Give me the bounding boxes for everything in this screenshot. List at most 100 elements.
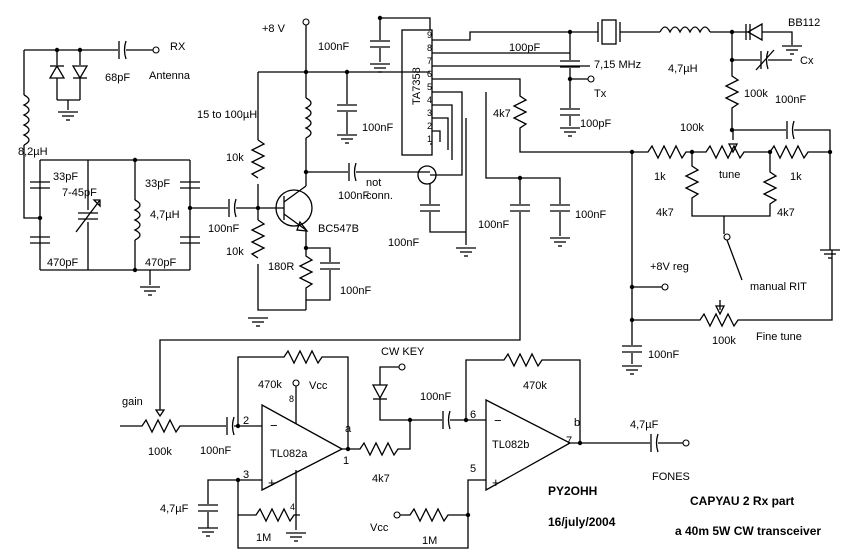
pin-b6-label: 6	[470, 409, 476, 421]
r-1k-b-label: 1k	[790, 171, 802, 183]
c-100nf-emit-label: 100nF	[340, 285, 371, 297]
vcc-a-label: Vcc	[309, 380, 328, 392]
pin-a2-label: 2	[243, 415, 249, 427]
svg-text:1: 1	[427, 134, 432, 144]
r-100k-gain-label: 100k	[148, 446, 172, 458]
r-1k-a-label: 1k	[654, 171, 666, 183]
amp-b-label: TL082b	[492, 439, 529, 451]
fine-tune-label: Fine tune	[756, 331, 802, 343]
r-4k7-mid-label: 4k7	[372, 473, 390, 485]
mixer-section: TA7358 9 8 7 6 5 4 3 2 1 not conn. 100nF…	[159, 15, 632, 410]
c-100nf-reg-label: 100nF	[648, 349, 679, 361]
crystal-label: 7,15 MHz	[594, 59, 641, 71]
rf-amplifier-section: +8 V 100nF 100nF 15 to 100µH 10k 10k BC5…	[197, 18, 430, 327]
svg-text:+: +	[492, 475, 500, 490]
diode-clamp-b	[71, 65, 89, 80]
c-100nf-v-label: 100nF	[775, 94, 806, 106]
audio-amp-a-section: gain 100k 100nF 2 − + TL082a 470k Vcc 8 …	[120, 349, 471, 549]
transistor-label: BC547B	[318, 223, 359, 235]
rit-switch-contact[interactable]	[723, 233, 731, 241]
cw-key-label: CW KEY	[381, 346, 425, 358]
not-conn-2-label: conn.	[366, 190, 393, 202]
c-100nf-out2-label: 100nF	[575, 209, 606, 221]
r-10k-b-label: 10k	[226, 246, 244, 258]
fine-tune-potentiometer[interactable]	[632, 250, 833, 328]
svg-text:7: 7	[427, 56, 432, 66]
c-100pf-a-label: 100pF	[509, 42, 540, 54]
callsign: PY2OHH	[548, 484, 597, 498]
manual-rit-label: manual RIT	[750, 281, 807, 293]
supply-8v-reg-label: +8V reg	[650, 261, 689, 273]
amp-a-label: TL082a	[270, 448, 308, 460]
cw-key-diode	[371, 384, 389, 400]
svg-text:−: −	[494, 413, 502, 428]
tx-label: Tx	[594, 88, 607, 100]
c-100nf-out-label: 100nF	[478, 219, 509, 231]
inductor-15-100uh	[304, 97, 312, 139]
c-47u-out-label: 4,7µF	[630, 419, 659, 431]
fones-label: FONES	[652, 471, 690, 483]
node-b-label: b	[574, 417, 580, 429]
fones-terminal[interactable]	[682, 439, 690, 447]
vxo-section: 100pF Tx 100pF 7,15 MHz 4,7µH BB112	[509, 17, 841, 375]
c-33pf-b-label: 33pF	[145, 178, 170, 190]
vcc-b-label: Vcc	[370, 522, 389, 534]
r-4k7-a-label: 4k7	[656, 207, 674, 219]
crystal-7-15mhz	[601, 19, 617, 45]
c-33pf-a-label: 33pF	[53, 171, 78, 183]
r-1m-a-label: 1M	[256, 532, 271, 544]
cw-key-terminal[interactable]	[398, 363, 406, 371]
title-line-1: CAPYAU 2 Rx part	[690, 494, 794, 508]
c-100nf-mid-label: 100nF	[338, 190, 369, 202]
r-10k-a-label: 10k	[226, 152, 244, 164]
vcc-a-terminal	[292, 379, 300, 387]
cx-label: Cx	[800, 55, 814, 67]
audio-amp-b-section: CW KEY 100nF 6 − + TL082b 470k b 7 4,7µF…	[371, 346, 690, 515]
title-block: PY2OHH 16/july/2004 CAPYAU 2 Rx part a 4…	[548, 484, 821, 538]
not-conn-1-label: not	[366, 177, 381, 189]
c-470pf-b-label: 470pF	[145, 257, 176, 269]
r-470k-a-label: 470k	[258, 379, 282, 391]
r-100k-t-label: 100k	[680, 122, 704, 134]
tune-label: tune	[719, 169, 740, 181]
r-4k7-b-label: 4k7	[777, 207, 795, 219]
supply-8v-label: +8 V	[262, 23, 286, 35]
input-filter-section: RX Antenna 68pF 8,2µH 33pF 470pF 7-45p	[18, 40, 284, 296]
c-100nf-in-label: 100nF	[200, 445, 231, 457]
rx-antenna-terminal[interactable]	[152, 46, 160, 54]
manual-rit-switch[interactable]	[726, 239, 743, 281]
l-4-7uh-tank-label: 4,7µH	[150, 209, 180, 221]
gain-potentiometer[interactable]	[120, 418, 226, 434]
svg-text:−: −	[270, 418, 278, 433]
l-15-100uh-label: 15 to 100µH	[197, 109, 257, 121]
c-100nf-key-label: 100nF	[420, 391, 451, 403]
c-47u-bias-label: 4,7µF	[160, 503, 189, 515]
node-a-label: a	[345, 423, 352, 435]
c-100nf-pin-label: 100nF	[388, 237, 419, 249]
r-180-label: 180R	[268, 261, 294, 273]
date: 16/july/2004	[548, 515, 616, 529]
inductor-4-7uh-vxo	[659, 26, 711, 34]
c-100nf-base-label: 100nF	[208, 223, 239, 235]
tl082b-opamp	[485, 398, 572, 492]
c-470pf-a-label: 470pF	[47, 257, 78, 269]
c-trimmer-label: 7-45pF	[62, 187, 97, 199]
svg-text:5: 5	[427, 82, 432, 92]
tl082a-opamp	[261, 403, 344, 492]
tx-terminal[interactable]	[587, 75, 595, 83]
svg-text:6: 6	[427, 69, 432, 79]
r-470k-b-label: 470k	[523, 380, 547, 392]
svg-text:4: 4	[427, 95, 432, 105]
svg-text:9: 9	[427, 30, 432, 40]
pin-a8-label: 8	[289, 394, 294, 404]
svg-text:8: 8	[427, 43, 432, 53]
pin-b7-label: 7	[566, 435, 572, 447]
pin-b5-label: 5	[470, 463, 476, 475]
varicap-label: BB112	[788, 17, 820, 29]
l-47u-vxo-label: 4,7µH	[668, 63, 698, 75]
supply-8v-reg-terminal	[661, 283, 669, 291]
trimmer-capacitor	[75, 199, 101, 233]
inductor-8-2uh	[22, 94, 30, 146]
